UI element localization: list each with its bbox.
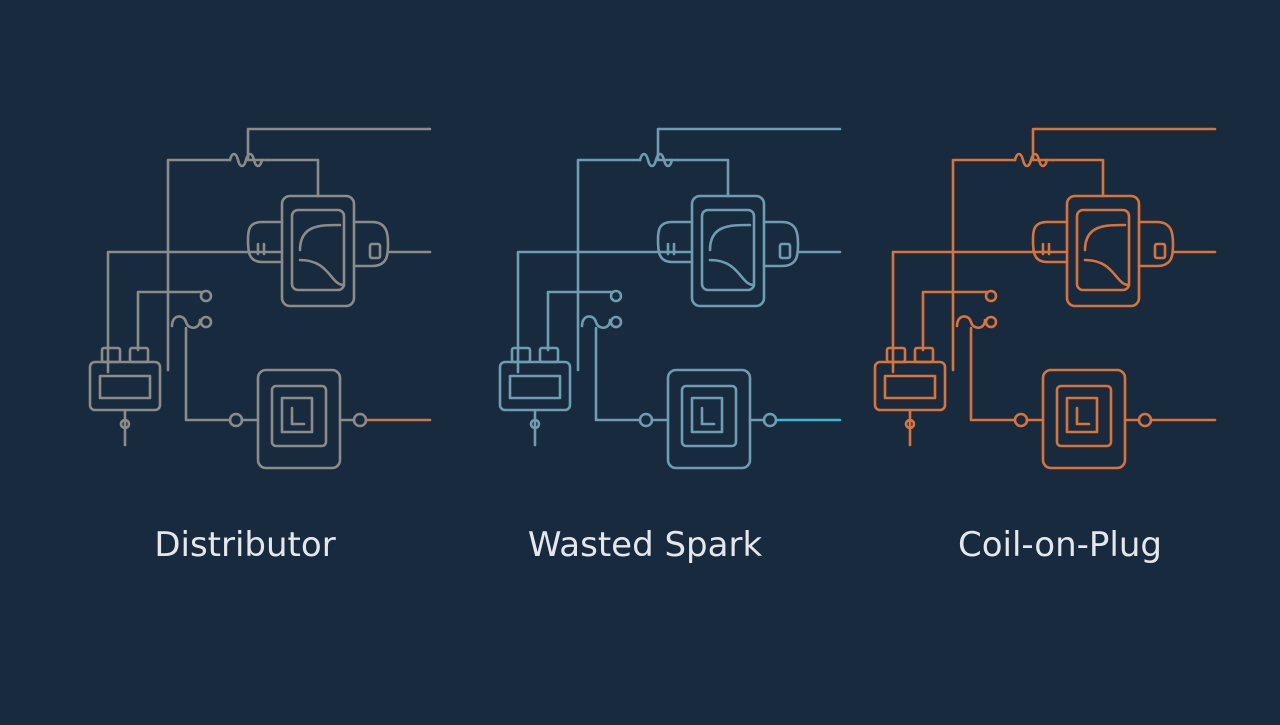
sensor-node-2	[984, 315, 998, 329]
wasted-spark-label: Wasted Spark	[527, 525, 763, 565]
upper-module-core	[1075, 208, 1131, 292]
left-feed-wire	[516, 250, 694, 374]
coil-lead	[676, 158, 730, 198]
coil-lead	[266, 158, 320, 198]
supply-wire	[576, 127, 842, 372]
switch-path	[708, 223, 756, 287]
coil-pack-core	[1065, 396, 1099, 434]
left-feed-wire	[891, 250, 1069, 374]
lower-module-core	[680, 384, 738, 448]
upper-module-core	[290, 208, 346, 292]
pickup-wire	[594, 326, 642, 422]
coil-winding	[638, 152, 674, 168]
distributor-schematic	[88, 127, 432, 470]
sensor-node	[984, 289, 998, 303]
pickup-wire	[969, 326, 1017, 422]
output-terminal	[368, 242, 382, 260]
sensor-wire	[921, 290, 989, 352]
sensor-wire	[136, 290, 204, 352]
supply-wire	[166, 127, 432, 372]
sensor-wire	[546, 290, 614, 352]
upper-module-core	[700, 208, 756, 292]
coil-on-plug-schematic	[873, 127, 1217, 470]
sensor-coil	[170, 315, 202, 330]
control-module-inner	[508, 374, 562, 400]
distributor-label: Distributor	[154, 525, 336, 565]
lower-module-core	[270, 384, 328, 448]
lower-input-node	[1013, 412, 1029, 428]
lower-output-node	[762, 412, 778, 428]
right-loop	[762, 220, 800, 268]
sensor-coil	[955, 315, 987, 330]
wasted-spark-schematic	[498, 127, 842, 470]
switch-path	[298, 223, 346, 287]
lower-output-node	[1137, 412, 1153, 428]
control-module-inner	[98, 374, 152, 400]
sensor-coil	[580, 315, 612, 330]
right-loop	[352, 220, 390, 268]
ground-node	[119, 418, 131, 430]
lower-input-node	[228, 412, 244, 428]
coil-winding	[228, 152, 264, 168]
sensor-node-2	[609, 315, 623, 329]
pickup-wire	[184, 326, 232, 422]
ground-node	[904, 418, 916, 430]
connector-a	[885, 346, 907, 364]
connector-a	[100, 346, 122, 364]
left-loop	[1031, 220, 1069, 264]
right-loop	[1137, 220, 1175, 268]
sensor-node	[199, 289, 213, 303]
sensor-node	[609, 289, 623, 303]
sensor-node-2	[199, 315, 213, 329]
coil-lead	[1051, 158, 1105, 198]
coil-pack-core	[280, 396, 314, 434]
ground-node	[529, 418, 541, 430]
coil-on-plug-label: Coil-on-Plug	[957, 525, 1163, 565]
coil-winding	[1013, 152, 1049, 168]
switch-path	[1083, 223, 1131, 287]
supply-wire	[951, 127, 1217, 372]
output-terminal	[778, 242, 792, 260]
coil-pack-core	[690, 396, 724, 434]
left-loop	[246, 220, 284, 264]
connector-a	[510, 346, 532, 364]
left-loop	[656, 220, 694, 264]
lower-input-node	[638, 412, 654, 428]
lower-output-node	[352, 412, 368, 428]
control-module-inner	[883, 374, 937, 400]
output-terminal	[1153, 242, 1167, 260]
lower-module-core	[1055, 384, 1113, 448]
left-feed-wire	[106, 250, 284, 374]
